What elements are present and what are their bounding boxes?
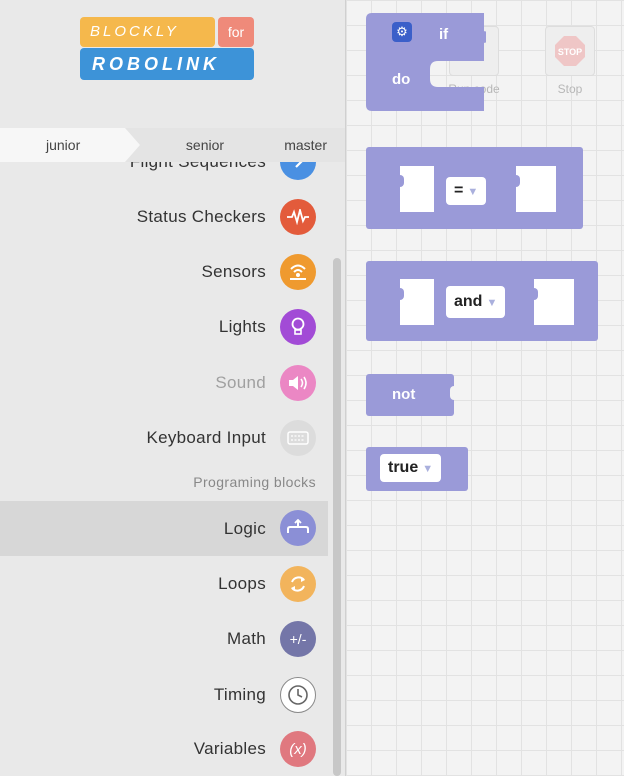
category-list: Flight Sequences Status Checkers Sensors… xyxy=(0,162,330,776)
category-flight-sequences[interactable]: Flight Sequences xyxy=(0,162,328,182)
category-label: Flight Sequences xyxy=(130,162,266,182)
category-label: Sound xyxy=(215,373,266,392)
tab-master[interactable]: master xyxy=(275,128,345,162)
not-label: not xyxy=(392,386,416,403)
loop-icon xyxy=(280,566,316,602)
pulse-icon xyxy=(280,199,316,235)
category-label: Lights xyxy=(218,317,266,336)
category-label: Logic xyxy=(223,519,266,538)
stop-label: Stop xyxy=(557,82,583,96)
tab-junior[interactable]: junior xyxy=(0,128,140,162)
logic-boolean-block[interactable]: true▼ xyxy=(366,447,468,491)
logo-robolink: ROBOLINK xyxy=(80,48,254,80)
category-sound[interactable]: Sound xyxy=(0,363,328,403)
category-label: Loops xyxy=(218,574,266,593)
category-loops[interactable]: Loops xyxy=(0,564,328,604)
category-label: Keyboard Input xyxy=(146,428,266,447)
compare-operator-dropdown[interactable]: =▼ xyxy=(446,177,487,205)
stop-button[interactable]: STOP Stop xyxy=(542,26,598,96)
workspace[interactable]: Run code STOP Stop ⚙ if do =▼ xyxy=(345,0,624,776)
logo-for: for xyxy=(218,17,254,47)
keyboard-icon xyxy=(280,420,316,456)
variable-icon: (x) xyxy=(280,731,316,767)
category-label: Variables xyxy=(193,739,266,758)
gear-icon[interactable]: ⚙ xyxy=(392,22,412,42)
signal-icon xyxy=(280,254,316,290)
if-do-block[interactable]: ⚙ if do xyxy=(366,13,486,113)
category-label: Math xyxy=(227,629,266,648)
category-lights[interactable]: Lights xyxy=(0,307,328,347)
branch-icon xyxy=(280,510,316,546)
sidebar-scrollbar[interactable] xyxy=(333,258,341,776)
category-label: Sensors xyxy=(201,262,266,281)
category-math[interactable]: Math +/- xyxy=(0,619,328,659)
plus-minus-icon: +/- xyxy=(280,621,316,657)
category-logic[interactable]: Logic xyxy=(0,501,328,556)
category-timing[interactable]: Timing xyxy=(0,675,328,715)
if-label: if xyxy=(439,26,449,43)
speaker-icon xyxy=(280,365,316,401)
logic-operator-dropdown[interactable]: and▼ xyxy=(446,286,506,318)
blockly-robolink-logo: BLOCKLY for ROBOLINK xyxy=(80,15,256,85)
category-sensors[interactable]: Sensors xyxy=(0,252,328,292)
stop-sign-icon: STOP xyxy=(545,26,595,76)
section-label-programming: Programing blocks xyxy=(193,474,316,490)
lightbulb-icon xyxy=(280,309,316,345)
chevron-right-icon xyxy=(280,162,316,180)
do-label: do xyxy=(392,71,411,88)
svg-text:STOP: STOP xyxy=(558,47,582,57)
category-label: Status Checkers xyxy=(136,207,266,226)
tab-senior[interactable]: senior xyxy=(125,128,275,162)
compare-block[interactable]: =▼ xyxy=(366,147,583,229)
level-tabs: senior master junior xyxy=(0,128,345,162)
logic-and-block[interactable]: and▼ xyxy=(366,261,598,341)
logic-not-block[interactable]: not xyxy=(366,374,456,416)
clock-icon xyxy=(280,677,316,713)
boolean-value-dropdown[interactable]: true▼ xyxy=(380,454,442,482)
category-variables[interactable]: Variables (x) xyxy=(0,729,328,769)
logo-blockly: BLOCKLY xyxy=(80,17,215,47)
category-label: Timing xyxy=(213,685,266,704)
category-keyboard-input[interactable]: Keyboard Input xyxy=(0,418,328,458)
sidebar: BLOCKLY for ROBOLINK senior master junio… xyxy=(0,0,345,776)
category-status-checkers[interactable]: Status Checkers xyxy=(0,197,328,237)
